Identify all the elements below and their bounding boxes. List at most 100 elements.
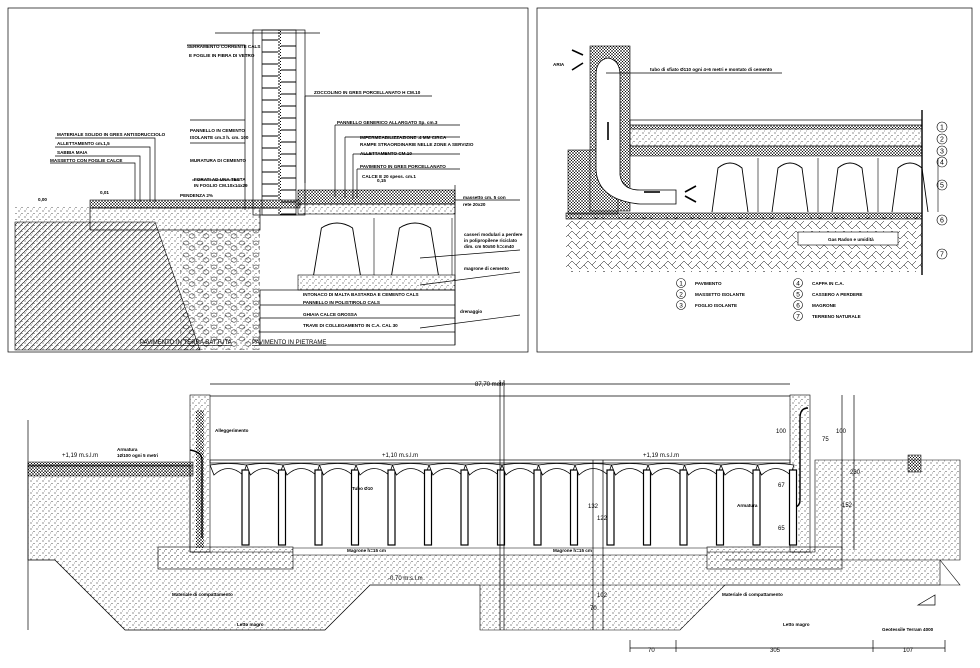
air-label: ARIA (553, 62, 565, 67)
arch (501, 463, 540, 476)
pillar (679, 469, 688, 546)
label: PANNELLO IN POLISTIROLO CALS (303, 300, 380, 305)
layer-number-circle (936, 179, 948, 191)
igloo-dome (711, 162, 749, 213)
legend-number-circle (676, 278, 686, 288)
pillar (569, 469, 579, 546)
arch (610, 463, 649, 476)
igloo-formwork-row (313, 218, 453, 276)
arch (647, 463, 686, 476)
slope-symbol (916, 594, 936, 606)
total-length-dimension: 87,70 metri (475, 382, 505, 388)
layer-number: 4 (940, 160, 944, 167)
legend-number: 3 (679, 303, 683, 310)
layer-slab (629, 145, 923, 157)
bed-right-label: Letto magro (783, 622, 810, 627)
fill-ground (27, 459, 961, 631)
arch (245, 463, 284, 476)
footing-left (157, 546, 294, 570)
legend-number-circle (676, 300, 686, 310)
rebar-right-label: Armatura (737, 503, 758, 508)
arch (464, 463, 503, 476)
label: CALCE E 20 spess. cm.1 (362, 174, 416, 179)
layer-number-circle (936, 156, 948, 168)
pillar (350, 469, 360, 546)
legend-number-circle (793, 300, 803, 310)
legend-number: 7 (796, 314, 800, 321)
left-panel-labels: SERRAMENTO CORRENTE CALS E FOGLIE IN FIB… (38, 44, 523, 346)
legend-label: MASSETTO ISOLANTE (695, 292, 745, 297)
gas-label: Gas Radon e umidità (828, 237, 874, 242)
legend-number: 6 (796, 303, 800, 310)
rebar-label: Armatura (117, 447, 138, 452)
legend-label: CASSERO A PERDERE (812, 292, 862, 297)
label: ISOLANTE cm.3 h. cm. 100 (190, 135, 249, 140)
lightening-label: Alleggerimento (215, 428, 249, 433)
pillar (460, 469, 469, 546)
igloo-formwork-row (209, 463, 798, 546)
caption: PAVIMENTO IN PIETRAME (252, 340, 326, 346)
label: PAVIMENTO IN GRES PORCELLANATO (360, 164, 446, 169)
legend-label: MAGRONE (812, 303, 836, 308)
lean-concrete (297, 274, 456, 291)
label: SERRAMENTO CORRENTE CALS (187, 44, 260, 49)
layer-floor (629, 119, 923, 126)
label: magrone di cemento (464, 266, 509, 271)
screed-layer (89, 199, 301, 209)
pillar (241, 469, 250, 546)
label: PANNELLO GENERICO ALLARGATO Sp. cm.3 (337, 120, 438, 125)
label: FORATI AD UNA TESTA (194, 177, 246, 182)
rebar-spacing-label: 1Ø100 ogni 5 metri (117, 453, 158, 458)
label: casseri modulari a perdere (464, 232, 523, 237)
tie-beam (259, 289, 456, 346)
label: PENDENZA 2% (180, 193, 213, 198)
layer-number-circle (936, 248, 948, 260)
panel-frame (536, 7, 973, 353)
legend-number-circle (793, 278, 803, 288)
legend-number: 4 (796, 281, 800, 288)
legend-number: 1 (679, 281, 683, 288)
legend-label: FOGLIO ISOLANTE (695, 303, 737, 308)
lean-left-label: Magrone h=15 cm (347, 548, 386, 553)
dim: 152 (842, 503, 853, 509)
layer-number: 7 (940, 252, 944, 259)
dim: 65 (778, 526, 785, 532)
subbase-left (27, 465, 194, 477)
label: dim. cm 50x50 h=cm40 (464, 244, 514, 249)
label: INTONACO DI MALTA BASTARDA E CEMENTO CAL… (303, 292, 419, 297)
air-flow-arrows (571, 49, 697, 203)
dim: 100 (836, 429, 847, 435)
geotextile-label: Geotessile Terram 4000 (882, 627, 934, 632)
label: RAMPE STRAORDINARIE NELLE ZONE A SERVIZI… (360, 142, 474, 147)
igloo-dome (391, 222, 439, 276)
lean-right-label: Magrone h=15 cm (553, 548, 592, 553)
dim: 102 (597, 593, 608, 599)
brick-wall (252, 29, 306, 216)
elevation-mark: 0,01 (100, 190, 109, 195)
legend-label: CAPPA IN C.A. (812, 281, 844, 286)
panel-frame (7, 7, 529, 353)
arch (355, 463, 394, 476)
vent-pipe (595, 57, 677, 205)
layer-number-circle (936, 133, 948, 145)
pipe-label: Tubo Ø10 (352, 486, 373, 491)
pillar (423, 469, 433, 546)
arch (428, 463, 467, 476)
label: PANNELLO IN CEMENTO (190, 128, 245, 133)
dim: 305 (770, 648, 781, 654)
footing-right (706, 546, 843, 570)
panel-ventilated-crawlspace-detail: ARIA tubo di sfiato Ø110 ogni 4÷6 metri … (536, 7, 973, 353)
igloo-formwork-row (711, 158, 939, 213)
pillar (314, 469, 323, 546)
legend-number-circle (793, 311, 803, 321)
wall-insulation-left (196, 410, 204, 548)
pillar (277, 469, 287, 546)
label: GHIAIA CALCE GROSSA (303, 312, 358, 317)
dim: 70 (648, 648, 655, 654)
label: ALLETTAMENTO cm.1,5 (57, 141, 110, 146)
label: TRAVE DI COLLEGAMENTO IN C.A. CAL 30 (303, 323, 398, 328)
rebar-left (189, 449, 203, 538)
dim: 132 (588, 504, 599, 510)
stone-fill (180, 230, 260, 350)
